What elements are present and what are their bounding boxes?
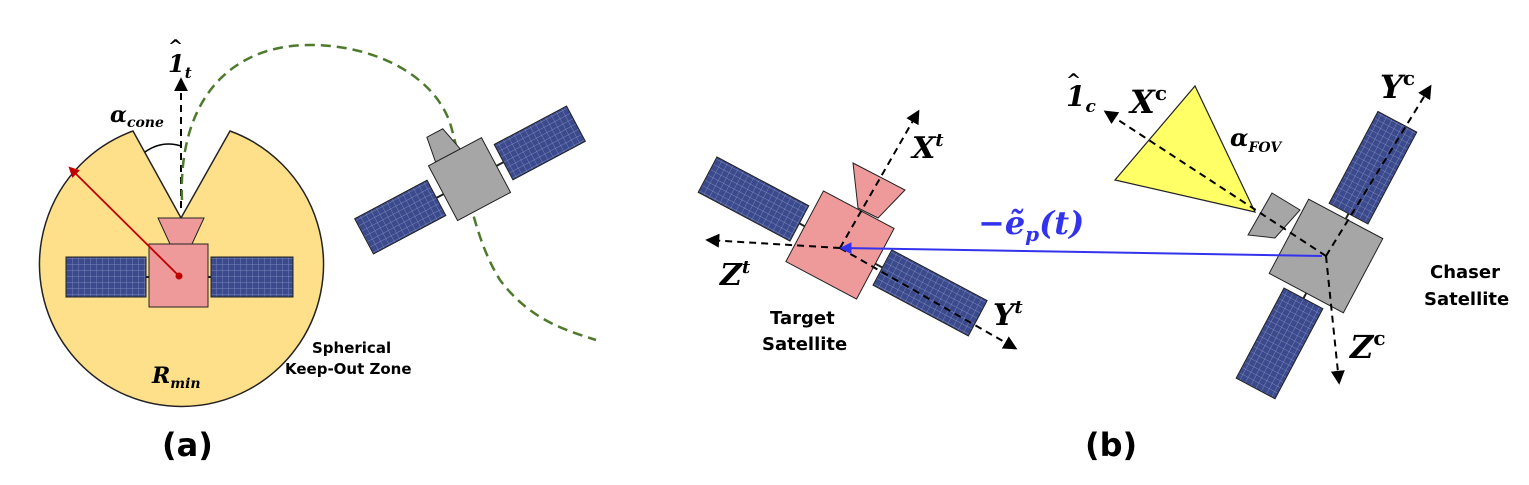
center-dot — [175, 272, 183, 280]
chaser-label-line1: Chaser — [1430, 262, 1500, 283]
chaser-z-label: Zc — [1348, 326, 1386, 366]
chaser-z-axis — [1325, 255, 1345, 385]
caption-a: (a) — [162, 426, 213, 464]
solar-panel-left — [65, 256, 147, 298]
chaser-x-label: Xc — [1128, 81, 1167, 121]
solar-panel-right — [210, 256, 294, 298]
chaser-axis-hat: ^ — [1066, 70, 1081, 91]
target-z-label: Zt — [719, 257, 751, 293]
chaser-x-axis — [1103, 110, 1327, 257]
radius-label: Rmin — [151, 363, 201, 392]
zone-label-line2: Keep-Out Zone — [285, 360, 412, 378]
target-x-axis — [839, 109, 920, 249]
approach-trajectory — [180, 43, 597, 342]
panel-b: Xt Yt Zt Target Satellite −ẽp(t) — [697, 66, 1509, 464]
target-thruster-b — [852, 162, 906, 219]
target-satellite — [697, 156, 988, 337]
target-label-line1: Target — [770, 308, 835, 329]
approaching-satellite — [353, 105, 587, 255]
target-z-axis — [705, 233, 841, 249]
cone-angle-label: αcone — [110, 102, 164, 131]
fov-cone — [1113, 84, 1257, 213]
error-vector — [839, 242, 1323, 257]
error-vector-label: −ẽp(t) — [978, 204, 1084, 246]
target-x-label: Xt — [910, 130, 944, 166]
caption-b: (b) — [1085, 426, 1137, 464]
panel-a: 1t ^ αcone Rmin Spherical Keep-Out Zone … — [38, 36, 597, 464]
axis-1t-hat: ^ — [168, 36, 183, 57]
fov-label: αFOV — [1230, 123, 1283, 156]
cone-angle-arc — [144, 143, 182, 153]
chaser-thruster — [1247, 192, 1301, 239]
chaser-y-axis — [1325, 84, 1432, 257]
axis-1t-label: 1t — [168, 49, 192, 82]
chaser-y-label: Yc — [1380, 66, 1415, 106]
chaser-label-line2: Satellite — [1424, 289, 1509, 310]
target-y-axis — [839, 247, 1018, 350]
target-label-line2: Satellite — [762, 334, 847, 355]
zone-label-line1: Spherical — [312, 339, 391, 357]
chaser-axis-label: 1c — [1066, 80, 1096, 117]
radius-line — [68, 166, 180, 277]
target-y-label: Yt — [993, 297, 1023, 333]
